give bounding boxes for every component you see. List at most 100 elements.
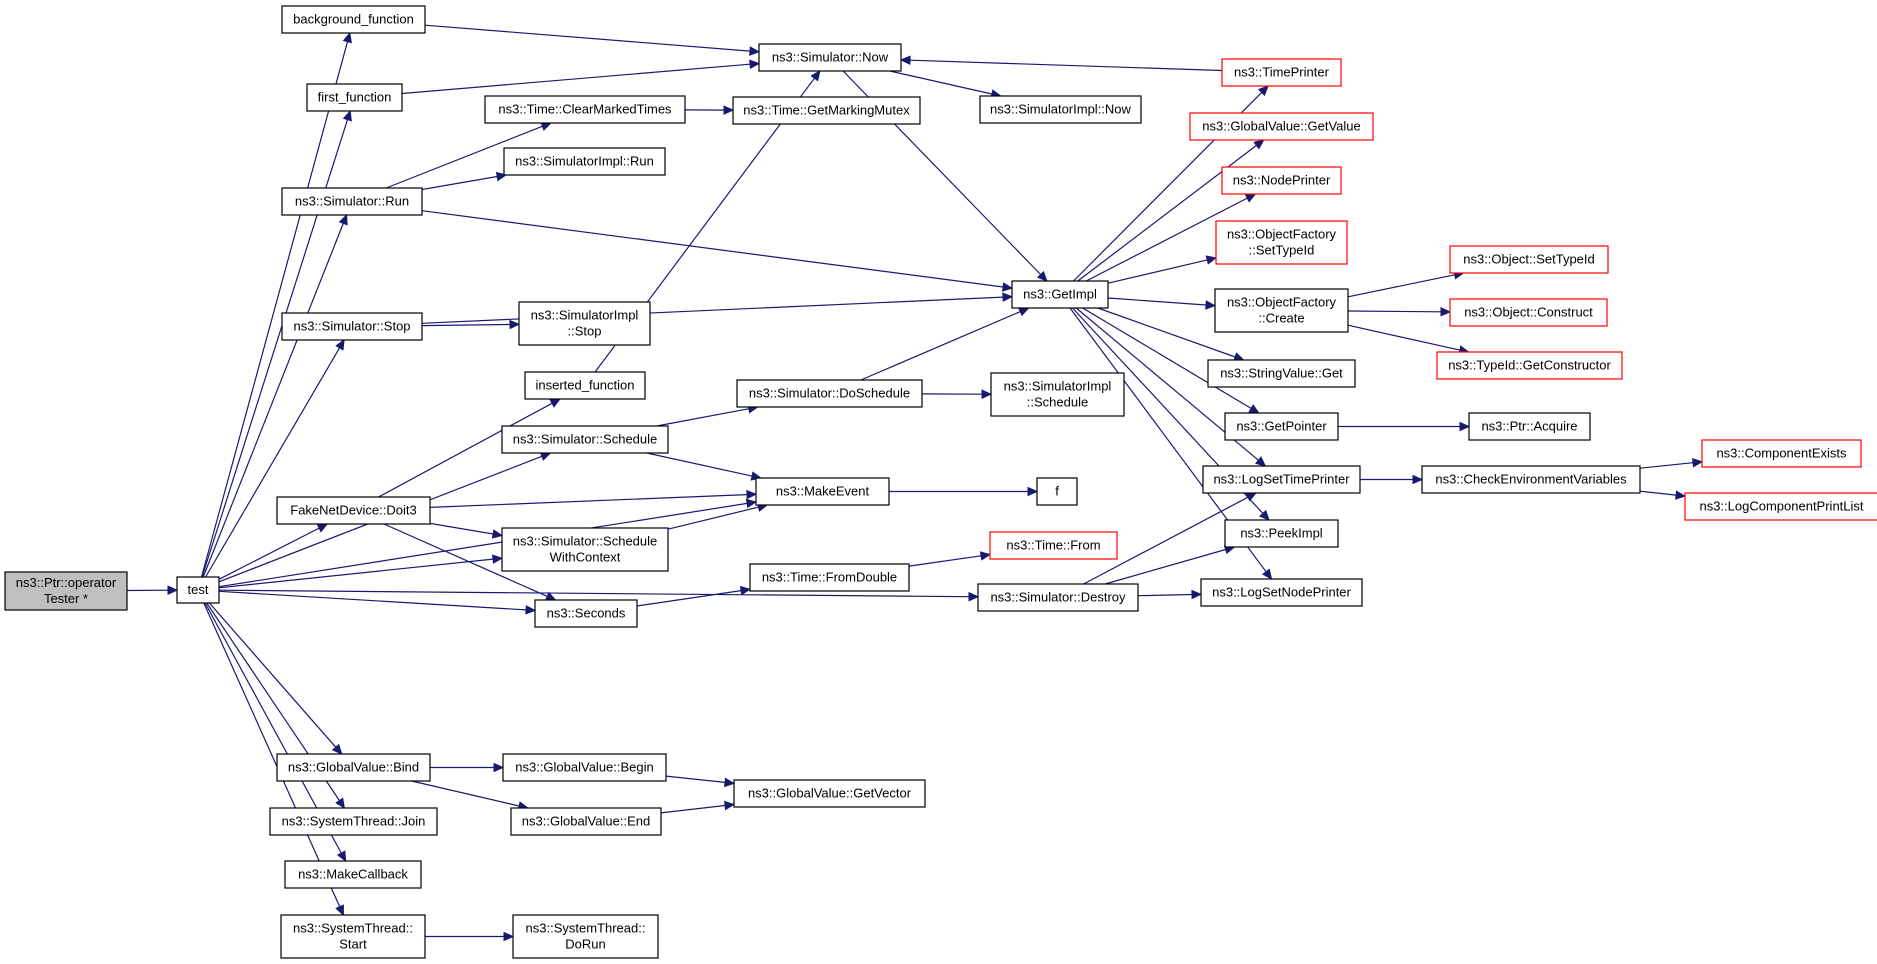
- node-test[interactable]: test: [176, 576, 220, 604]
- node-sim_stop[interactable]: ns3::Simulator::Stop: [281, 312, 423, 341]
- node-background_function[interactable]: background_function: [281, 5, 426, 34]
- node-f[interactable]: f: [1036, 477, 1078, 506]
- node-box-stringvalue_get[interactable]: [1207, 359, 1356, 388]
- node-box-root[interactable]: [4, 571, 128, 611]
- node-box-obj_construct[interactable]: [1449, 298, 1608, 327]
- node-comp_exists[interactable]: ns3::ComponentExists: [1701, 439, 1862, 468]
- node-box-node_printer[interactable]: [1221, 166, 1342, 195]
- node-time_from[interactable]: ns3::Time::From: [989, 531, 1118, 560]
- node-seconds[interactable]: ns3::Seconds: [534, 599, 638, 628]
- node-gv_begin[interactable]: ns3::GlobalValue::Begin: [502, 753, 667, 782]
- node-box-fake_doit3[interactable]: [276, 496, 431, 525]
- node-do_schedule[interactable]: ns3::Simulator::DoSchedule: [736, 379, 923, 408]
- node-gv_bind[interactable]: ns3::GlobalValue::Bind: [276, 753, 431, 782]
- node-box-seconds[interactable]: [534, 599, 638, 628]
- node-box-gv_begin[interactable]: [502, 753, 667, 782]
- node-box-comp_exists[interactable]: [1701, 439, 1862, 468]
- node-box-f[interactable]: [1036, 477, 1078, 506]
- node-st_dorun[interactable]: ns3::SystemThread::DoRun: [512, 914, 659, 959]
- node-get_impl[interactable]: ns3::GetImpl: [1011, 280, 1109, 309]
- node-log_comp_print[interactable]: ns3::LogComponentPrintList: [1684, 492, 1877, 521]
- node-box-sim_stop[interactable]: [281, 312, 423, 341]
- node-box-first_function[interactable]: [306, 83, 403, 112]
- node-box-make_callback[interactable]: [284, 860, 422, 889]
- node-simimpl_stop[interactable]: ns3::SimulatorImpl::Stop: [518, 301, 651, 346]
- node-box-sched_ctx[interactable]: [501, 527, 669, 572]
- node-peek_impl[interactable]: ns3::PeekImpl: [1224, 519, 1339, 548]
- node-gv_getvalue[interactable]: ns3::GlobalValue::GetValue: [1189, 112, 1374, 141]
- node-box-simimpl_stop[interactable]: [518, 301, 651, 346]
- node-box-check_env[interactable]: [1421, 465, 1641, 494]
- node-box-st_dorun[interactable]: [512, 914, 659, 959]
- node-box-simimpl_schedule[interactable]: [990, 372, 1125, 417]
- node-st_start[interactable]: ns3::SystemThread::Start: [280, 914, 426, 959]
- node-box-sim_run[interactable]: [281, 187, 423, 216]
- node-gv_getvector[interactable]: ns3::GlobalValue::GetVector: [733, 779, 926, 808]
- node-box-obj_settypeid[interactable]: [1449, 245, 1609, 274]
- node-obj_settypeid[interactable]: ns3::Object::SetTypeId: [1449, 245, 1609, 274]
- node-check_env[interactable]: ns3::CheckEnvironmentVariables: [1421, 465, 1641, 494]
- node-st_join[interactable]: ns3::SystemThread::Join: [269, 807, 438, 836]
- node-make_event[interactable]: ns3::MakeEvent: [755, 477, 890, 506]
- node-box-time_printer[interactable]: [1221, 58, 1342, 87]
- node-box-time_fromdouble[interactable]: [749, 563, 910, 592]
- node-fake_doit3[interactable]: FakeNetDevice::Doit3: [276, 496, 431, 525]
- node-box-gv_bind[interactable]: [276, 753, 431, 782]
- node-box-typeid_getctor[interactable]: [1436, 351, 1623, 380]
- node-of_settypeid[interactable]: ns3::ObjectFactory::SetTypeId: [1215, 220, 1348, 265]
- node-box-sim_destroy[interactable]: [977, 583, 1139, 612]
- node-box-simimpl_now[interactable]: [979, 95, 1142, 124]
- node-time_fromdouble[interactable]: ns3::Time::FromDouble: [749, 563, 910, 592]
- node-get_marking_mutex[interactable]: ns3::Time::GetMarkingMutex: [732, 96, 921, 125]
- node-box-st_join[interactable]: [269, 807, 438, 836]
- node-box-gv_end[interactable]: [510, 807, 662, 836]
- node-obj_construct[interactable]: ns3::Object::Construct: [1449, 298, 1608, 327]
- node-box-of_create[interactable]: [1214, 288, 1349, 333]
- node-box-sim_schedule[interactable]: [501, 425, 669, 454]
- node-simimpl_now[interactable]: ns3::SimulatorImpl::Now: [979, 95, 1142, 124]
- node-make_callback[interactable]: ns3::MakeCallback: [284, 860, 422, 889]
- node-gv_end[interactable]: ns3::GlobalValue::End: [510, 807, 662, 836]
- node-simimpl_run[interactable]: ns3::SimulatorImpl::Run: [503, 147, 666, 176]
- node-box-st_start[interactable]: [280, 914, 426, 959]
- node-sim_run[interactable]: ns3::Simulator::Run: [281, 187, 423, 216]
- node-ptr_acquire[interactable]: ns3::Ptr::Acquire: [1468, 412, 1591, 441]
- node-typeid_getctor[interactable]: ns3::TypeId::GetConstructor: [1436, 351, 1623, 380]
- node-get_pointer[interactable]: ns3::GetPointer: [1224, 412, 1339, 441]
- node-log_set_time_printer[interactable]: ns3::LogSetTimePrinter: [1202, 465, 1361, 494]
- node-simimpl_schedule[interactable]: ns3::SimulatorImpl::Schedule: [990, 372, 1125, 417]
- node-box-gv_getvalue[interactable]: [1189, 112, 1374, 141]
- node-box-log_set_node_printer[interactable]: [1200, 578, 1363, 607]
- node-box-log_set_time_printer[interactable]: [1202, 465, 1361, 494]
- node-box-inserted_function[interactable]: [524, 371, 646, 400]
- node-time_printer[interactable]: ns3::TimePrinter: [1221, 58, 1342, 87]
- node-box-gv_getvector[interactable]: [733, 779, 926, 808]
- node-box-clear_marked[interactable]: [484, 95, 686, 124]
- node-first_function[interactable]: first_function: [306, 83, 403, 112]
- node-of_create[interactable]: ns3::ObjectFactory::Create: [1214, 288, 1349, 333]
- node-box-do_schedule[interactable]: [736, 379, 923, 408]
- node-box-ptr_acquire[interactable]: [1468, 412, 1591, 441]
- node-sim_destroy[interactable]: ns3::Simulator::Destroy: [977, 583, 1139, 612]
- node-box-make_event[interactable]: [755, 477, 890, 506]
- node-stringvalue_get[interactable]: ns3::StringValue::Get: [1207, 359, 1356, 388]
- node-box-sim_now[interactable]: [758, 43, 902, 72]
- node-sim_schedule[interactable]: ns3::Simulator::Schedule: [501, 425, 669, 454]
- node-clear_marked[interactable]: ns3::Time::ClearMarkedTimes: [484, 95, 686, 124]
- node-box-time_from[interactable]: [989, 531, 1118, 560]
- node-box-background_function[interactable]: [281, 5, 426, 34]
- node-box-test[interactable]: [176, 576, 220, 604]
- node-inserted_function[interactable]: inserted_function: [524, 371, 646, 400]
- node-box-get_marking_mutex[interactable]: [732, 96, 921, 125]
- node-sim_now[interactable]: ns3::Simulator::Now: [758, 43, 902, 72]
- node-box-of_settypeid[interactable]: [1215, 220, 1348, 265]
- node-box-get_impl[interactable]: [1011, 280, 1109, 309]
- node-box-get_pointer[interactable]: [1224, 412, 1339, 441]
- node-node_printer[interactable]: ns3::NodePrinter: [1221, 166, 1342, 195]
- node-box-simimpl_run[interactable]: [503, 147, 666, 176]
- node-box-peek_impl[interactable]: [1224, 519, 1339, 548]
- node-log_set_node_printer[interactable]: ns3::LogSetNodePrinter: [1200, 578, 1363, 607]
- node-box-log_comp_print[interactable]: [1684, 492, 1877, 521]
